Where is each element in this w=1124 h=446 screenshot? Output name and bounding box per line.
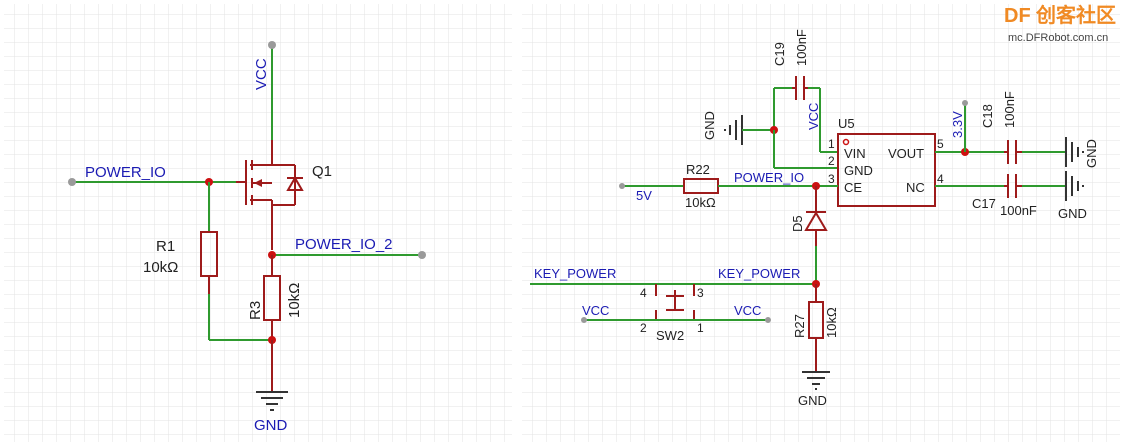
key-power-right-label: KEY_POWER	[718, 266, 800, 281]
v33-label: 3.3V	[950, 111, 965, 138]
v33-terminal	[962, 100, 968, 106]
5v-terminal	[619, 183, 625, 189]
u5-body	[837, 133, 936, 207]
vcc-net-label: VCC	[253, 58, 270, 90]
u5-pin2-num: 2	[828, 154, 835, 168]
u5-ce-label: CE	[844, 180, 862, 195]
sw2-ref: SW2	[656, 328, 684, 343]
q1-mosfet	[236, 140, 304, 250]
power-io-net-label: POWER_IO	[85, 164, 166, 181]
u5-pin4-num: 4	[937, 172, 944, 186]
r22-value: 10kΩ	[685, 195, 716, 210]
r27-value: 10kΩ	[824, 307, 839, 338]
vcc-right-label: VCC	[734, 303, 761, 318]
vcc-right-terminal	[765, 317, 771, 323]
r22-ref: R22	[686, 162, 710, 177]
c18-value: 100nF	[1002, 91, 1017, 128]
gnd-c18-label: GND	[1084, 139, 1099, 168]
power-io-2-terminal	[418, 251, 426, 259]
c19-capacitor	[773, 76, 821, 152]
vcc-left-label: VCC	[582, 303, 609, 318]
r1-ref: R1	[156, 238, 175, 255]
vcc-terminal	[268, 41, 276, 49]
c19-value: 100nF	[794, 29, 809, 66]
c19-ref: C19	[772, 42, 787, 66]
u5-vin-label: VIN	[844, 146, 866, 161]
gnd-symbol	[256, 391, 288, 411]
key-power-left-label: KEY_POWER	[534, 266, 616, 281]
power-io-right-label: POWER_IO	[734, 170, 804, 185]
sw2-pin2: 2	[640, 321, 647, 335]
watermark-url: mc.DFRobot.com.cn	[1008, 32, 1108, 44]
gnd-c18-symbol	[1065, 137, 1084, 167]
gnd-label: GND	[254, 417, 288, 434]
u5-pin5-num: 5	[937, 137, 944, 151]
r3-value: 10kΩ	[286, 283, 303, 318]
c17-value: 100nF	[1000, 203, 1037, 218]
d5-ref: D5	[790, 215, 805, 232]
r1-value: 10kΩ	[143, 259, 178, 276]
left-schematic: VCC Q1 POWER_IO	[68, 41, 426, 434]
c17-capacitor	[1004, 174, 1022, 198]
r27-ref: R27	[792, 314, 807, 338]
u5-pin3-num: 3	[828, 172, 835, 186]
gnd-bottom-symbol	[802, 371, 830, 390]
u5-pin1-num: 1	[828, 137, 835, 151]
c18-capacitor	[1004, 140, 1022, 164]
watermark-logo: DF 创客社区 mc.DFRobot.com.cn	[1004, 3, 1116, 44]
u5-pin1-marker	[842, 138, 850, 146]
c18-ref: C18	[980, 104, 995, 128]
q1-ref: Q1	[312, 163, 332, 180]
u5-vout-label: VOUT	[888, 146, 924, 161]
gnd-c17-label: GND	[1058, 206, 1087, 221]
sw2-pin1: 1	[697, 321, 704, 335]
gnd-c17-symbol	[1065, 171, 1084, 201]
u5-nc-label: NC	[906, 180, 925, 195]
right-schematic: C19 100nF VCC GND U5 VIN GND CE VOUT NC …	[530, 29, 1099, 408]
c17-ref: C17	[972, 196, 996, 211]
power-io-terminal	[68, 178, 76, 186]
watermark-brand-cn: 创客社区	[1035, 3, 1116, 27]
sw2-switch	[655, 284, 695, 320]
power-io-2-net-label: POWER_IO_2	[295, 236, 393, 253]
sw2-pin4: 4	[640, 286, 647, 300]
sw2-pin3: 3	[697, 286, 704, 300]
left-sheet-grid	[4, 4, 512, 442]
gnd-left-label: GND	[702, 111, 717, 140]
watermark-brand: DF	[1004, 5, 1031, 27]
sheet-divider	[512, 0, 522, 446]
vcc-left-terminal	[581, 317, 587, 323]
vcc-top-label: VCC	[806, 103, 821, 130]
5v-label: 5V	[636, 188, 652, 203]
u5-gnd-label: GND	[844, 163, 873, 178]
gnd-bottom-label: GND	[798, 393, 827, 408]
r3-ref: R3	[247, 301, 264, 320]
u5-ref: U5	[838, 116, 855, 131]
